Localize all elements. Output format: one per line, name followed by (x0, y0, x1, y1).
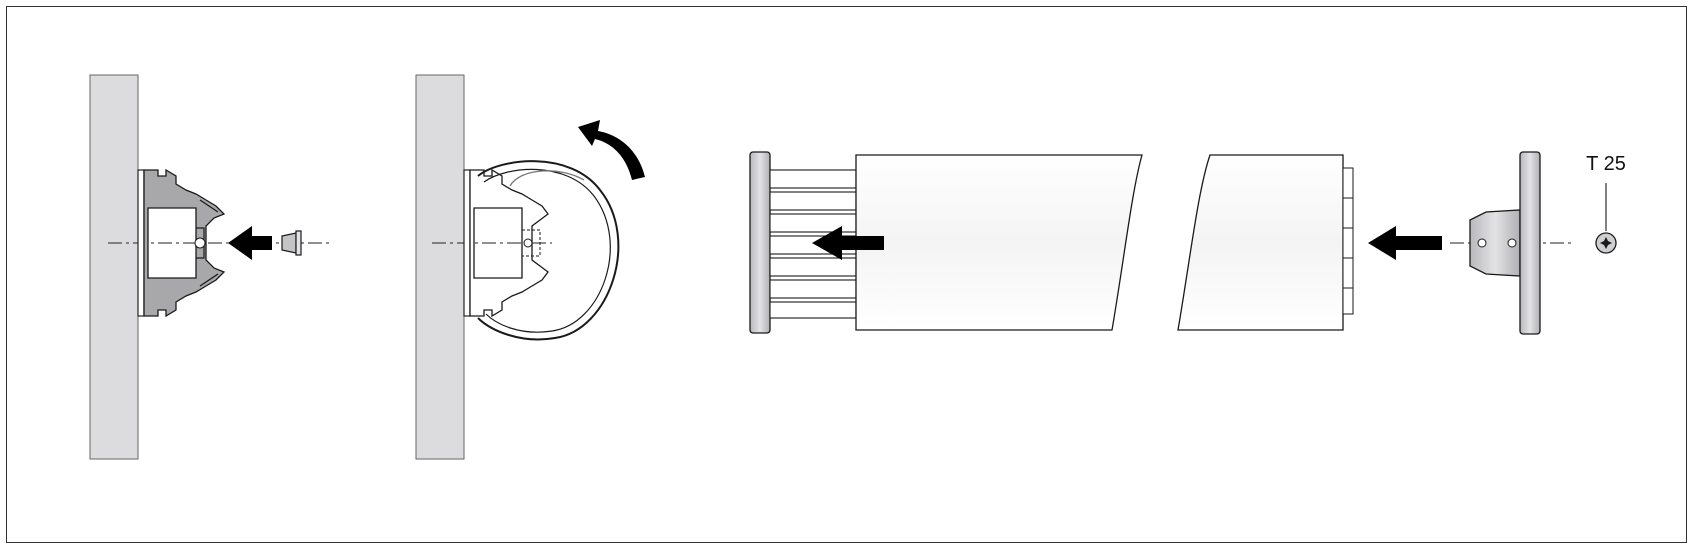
hub-hole-1 (1477, 238, 1487, 248)
wall-1 (89, 74, 139, 460)
step-3-slide-cap: T 25 (749, 151, 1626, 335)
tube-segment-left (855, 154, 1143, 331)
wall-profile-1 (143, 168, 226, 318)
step-2-rotate-cover (415, 74, 645, 460)
hub-hole-2 (1507, 238, 1517, 248)
left-end-cap (749, 151, 771, 334)
arrow-left-icon (812, 226, 884, 260)
cover-shell-outer (477, 160, 620, 341)
dashed-insert (521, 229, 541, 257)
profile-hole-2 (523, 238, 533, 248)
torx-screw-icon (1595, 232, 1617, 254)
right-end-plate (1519, 151, 1541, 335)
wall-2 (415, 74, 465, 460)
tube-segment-right (1177, 154, 1344, 331)
profile-hole-1 (194, 237, 206, 249)
curved-arrow-icon (578, 120, 645, 180)
mounting-plate-2 (463, 169, 471, 317)
arrow-left-icon (1368, 226, 1442, 260)
cover-shell-back (509, 170, 585, 187)
profile-clip-1 (199, 199, 219, 287)
end-plug (281, 230, 302, 256)
tube-end-ribs (1342, 167, 1354, 315)
step-1-insert-profile (89, 74, 330, 460)
torx-size-label: T 25 (1586, 153, 1626, 175)
cover-shell-inner (483, 168, 611, 333)
wall-profile-2 (469, 168, 549, 318)
arrow-left-icon (228, 226, 272, 260)
mounting-plate-1 (137, 169, 145, 317)
